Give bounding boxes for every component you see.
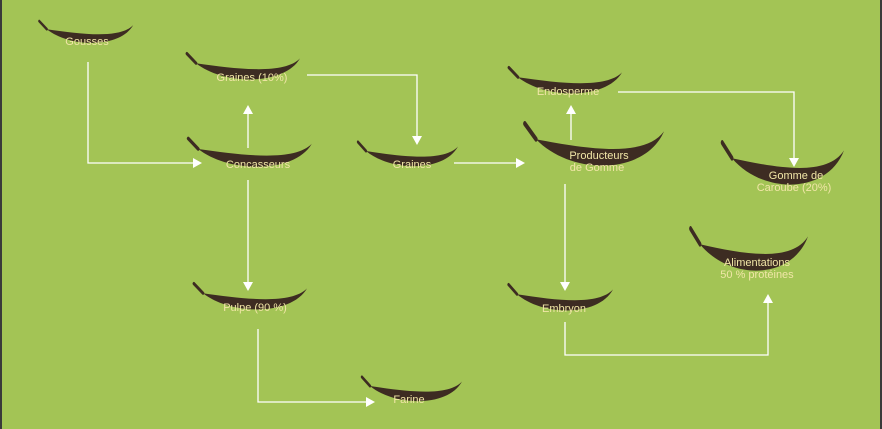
arrowhead-alimentations bbox=[763, 294, 773, 303]
label-alimentations-line1: Alimentations bbox=[724, 257, 791, 269]
label-gomme-line2: Caroube (20%) bbox=[757, 182, 832, 194]
label-embryon: Embryon bbox=[542, 303, 586, 315]
labels: Gousses Graines (10%) Concasseurs Pulpe … bbox=[65, 36, 831, 406]
label-gomme-line1: Gomme de bbox=[769, 170, 823, 182]
connector-gousses-concasseurs bbox=[87, 62, 194, 164]
connector-embryon-alimentations bbox=[564, 303, 769, 356]
leaf-alimentations bbox=[689, 226, 808, 271]
label-endosperme: Endosperme bbox=[537, 86, 599, 98]
arrowhead-pulpe bbox=[243, 282, 253, 291]
arrowhead-embryon bbox=[560, 282, 570, 291]
leaf-embryon bbox=[507, 282, 613, 311]
leaf-graines-10 bbox=[185, 51, 300, 80]
arrowhead-gomme bbox=[789, 158, 799, 167]
leaf-graines bbox=[356, 140, 458, 167]
connector-graines10-graines bbox=[307, 74, 418, 136]
label-gousses: Gousses bbox=[65, 36, 109, 48]
arrowhead-endosperme bbox=[566, 105, 576, 114]
arrowhead-graines bbox=[412, 136, 422, 145]
label-pulpe: Pulpe (90 %) bbox=[223, 302, 287, 314]
arrowhead-farine bbox=[366, 397, 375, 407]
label-concasseurs: Concasseurs bbox=[226, 159, 291, 171]
arrowhead-concasseurs bbox=[193, 158, 202, 168]
leaf-farine bbox=[360, 375, 462, 402]
connector-endosperme-gomme bbox=[618, 91, 795, 158]
leaf-producteurs bbox=[523, 121, 664, 166]
label-graines: Graines bbox=[393, 159, 432, 171]
connectors bbox=[87, 62, 799, 407]
leaf-pulpe bbox=[192, 281, 307, 310]
leaf-concasseurs bbox=[186, 136, 312, 167]
leaf-gousses bbox=[38, 19, 134, 43]
leaf-gomme bbox=[720, 140, 844, 185]
label-producteurs-line1: Producteurs bbox=[569, 150, 629, 162]
leaf-endosperme bbox=[507, 65, 622, 94]
label-producteurs-line2: de Gomme bbox=[570, 162, 624, 174]
arrowhead-producteurs bbox=[516, 158, 525, 168]
label-alimentations-line2: 50 % protéines bbox=[720, 269, 794, 281]
arrowhead-graines10 bbox=[243, 105, 253, 114]
connector-pulpe-farine bbox=[257, 329, 366, 403]
label-farine: Farine bbox=[393, 394, 424, 406]
label-graines-10: Graines (10%) bbox=[217, 72, 288, 84]
